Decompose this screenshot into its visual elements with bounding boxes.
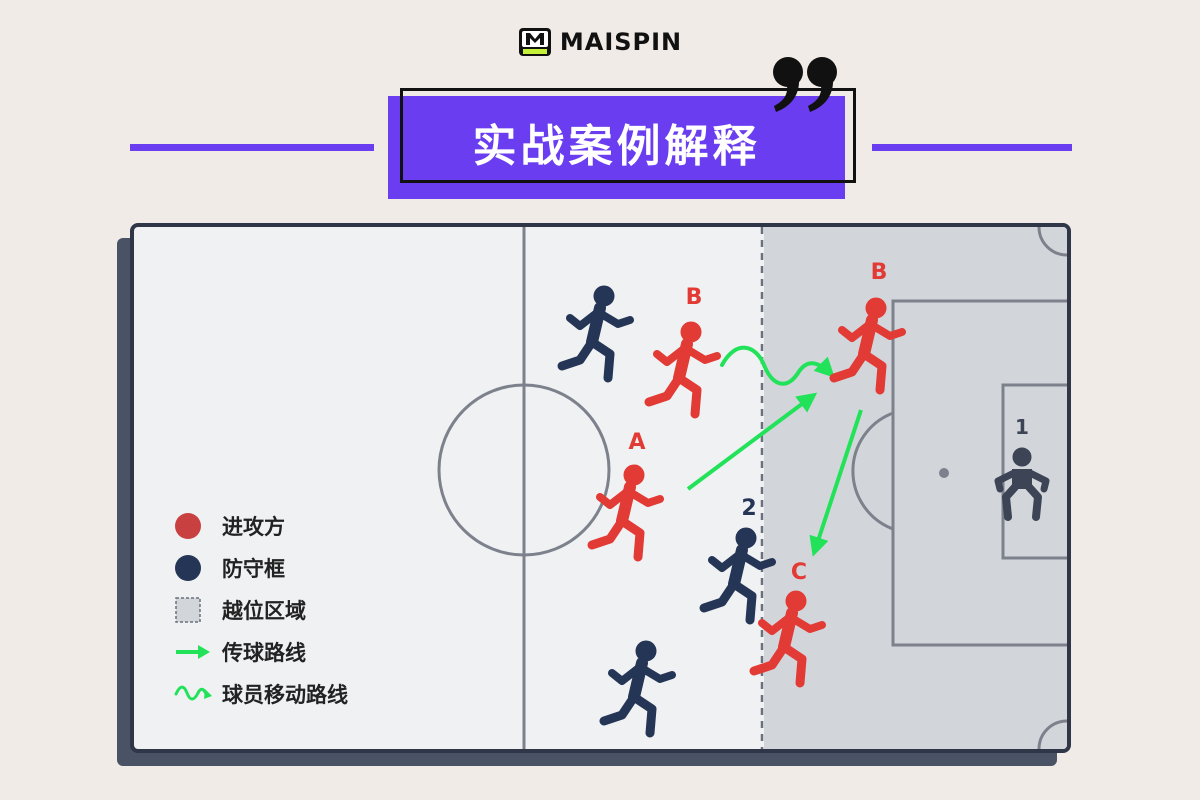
legend-label-defense: 防守框 [222,557,285,581]
legend-item-attack: 进攻方 [174,511,285,541]
page-title: 实战案例解释 [472,121,761,172]
defender-figure [562,286,630,378]
quote-mark-icon [773,57,837,112]
player-run-route [720,345,835,386]
title-rule-right [872,144,1072,151]
run-wave-icon [174,685,212,701]
penalty-area [891,299,1067,647]
legend-label-offside: 越位区域 [222,599,306,623]
player-label-c: C [790,560,808,585]
legend-label-pass: 传球路线 [222,641,306,665]
legend-label-attack: 进攻方 [222,515,285,539]
legend-item-run: 球员移动路线 [174,679,348,709]
player-label-b: B [685,285,703,310]
brand-name: MAISPIN [559,28,683,56]
pitch-diagram [437,227,1067,749]
offside-zone-icon [175,597,201,623]
attacker-figure-a [592,465,660,557]
maispin-logo-icon [518,28,551,56]
legend-item-offside: 越位区域 [174,595,306,625]
player-label-b-advanced: B [870,260,888,285]
title-frame [400,88,856,183]
six-yard-box [1001,383,1067,560]
legend-item-pass: 传球路线 [174,637,306,667]
title-rule-left [130,144,374,151]
brand-header: MAISPIN [0,27,1200,57]
goalkeeper-label: 1 [1015,415,1029,439]
pass-route-b-to-c [809,409,863,557]
penalty-arc [851,411,894,531]
goalkeeper-figure [994,447,1050,521]
penalty-spot [939,468,949,478]
legend-item-defense: 防守框 [174,553,285,583]
centre-circle [437,383,611,557]
legend-label-run: 球员移动路线 [222,683,348,707]
pass-arrow-icon [176,645,210,659]
defender-label-2: 2 [741,496,757,521]
pass-route-a-to-b [686,392,818,491]
defender-figure [604,641,672,733]
corner-arc-top [1037,227,1067,257]
attack-dot-icon [175,513,201,539]
football-pitch: B A B C 2 1 进攻方 防守框 越位区域 传球路线 球员移动路线 [130,223,1071,753]
player-label-a: A [628,430,646,455]
corner-arc-bottom [1037,719,1067,749]
attacker-figure-b [649,322,717,414]
defense-dot-icon [175,555,201,581]
